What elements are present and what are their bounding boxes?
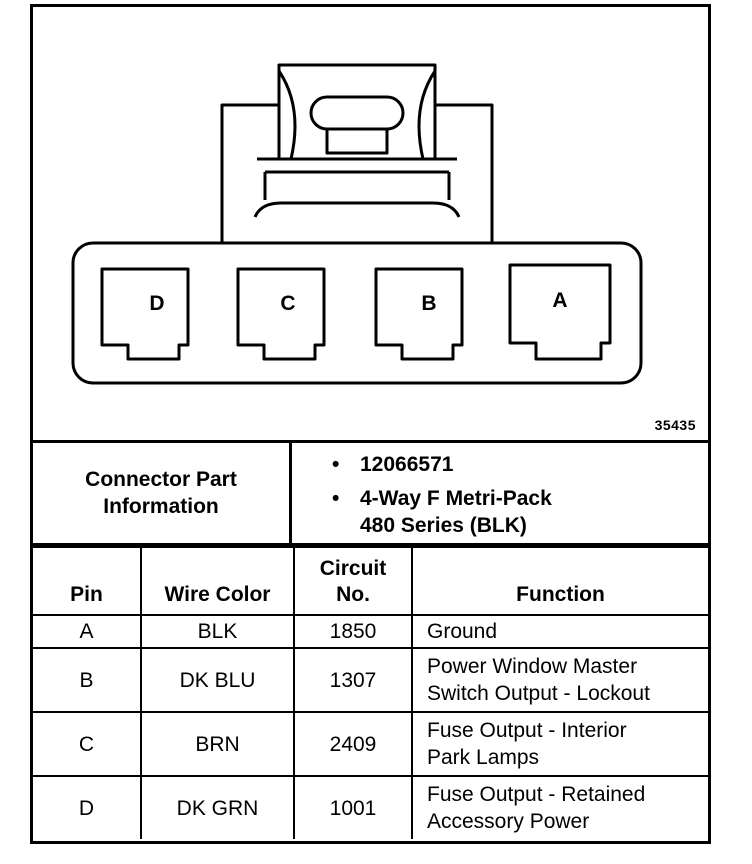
- table-row: A BLK 1850 Ground: [33, 614, 708, 649]
- circuit-cell: 2409: [293, 711, 413, 777]
- header-circuit-line2: No.: [336, 583, 370, 606]
- latch-base: [253, 201, 461, 218]
- header-wire-color: Wire Color: [140, 546, 295, 616]
- table-header-row: Pin Wire Color Circuit No. Function: [33, 546, 708, 616]
- cavity-a: [508, 263, 612, 361]
- table-row: B DK BLU 1307 Power Window Master Switch…: [33, 647, 708, 713]
- connector-housing: [71, 241, 643, 385]
- function-line: Fuse Output - Interior: [427, 719, 627, 742]
- cavity-b: [374, 267, 464, 361]
- pin-cell: C: [33, 711, 142, 777]
- lock-slot: [309, 95, 405, 131]
- lock-tab-right-curve: [417, 70, 437, 160]
- function-line: Park Lamps: [427, 746, 540, 769]
- pin-label-b: B: [421, 292, 436, 315]
- header-circuit-line1: Circuit: [319, 557, 387, 580]
- circuit-cell: 1850: [293, 614, 413, 649]
- table-row: C BRN 2409 Fuse Output - Interior Park L…: [33, 711, 708, 777]
- function-line: Switch Output - Lockout: [427, 682, 650, 705]
- connector-info-list: • 12066571 • 4-Way F Metri-Pack 480 Seri…: [292, 443, 708, 543]
- header-circuit: Circuit No.: [293, 546, 413, 616]
- connector-sheet: D C B A 35435 Connector Part Information…: [30, 4, 711, 844]
- function-line: Accessory Power: [427, 810, 590, 833]
- header-function: Function: [411, 546, 708, 616]
- description-line1: 4-Way F Metri-Pack: [360, 487, 552, 510]
- circuit-cell: 1001: [293, 775, 413, 839]
- function-line: Ground: [427, 620, 498, 643]
- bullet-icon: •: [332, 453, 340, 476]
- wire-color-cell: BRN: [140, 711, 295, 777]
- pin-label-a: A: [552, 289, 567, 312]
- part-number-item: • 12066571: [332, 451, 453, 478]
- function-cell: Fuse Output - Interior Park Lamps: [411, 711, 708, 777]
- function-cell: Ground: [411, 614, 708, 649]
- latch-band: [257, 157, 457, 200]
- cavity-d: [100, 267, 190, 361]
- connector-info-label: Connector Part Information: [33, 443, 292, 543]
- circuit-cell: 1307: [293, 647, 413, 713]
- lock-tab-outline: [220, 63, 494, 242]
- lock-tab-left-curve: [277, 70, 297, 160]
- function-cell: Power Window Master Switch Output - Lock…: [411, 647, 708, 713]
- pin-table: Pin Wire Color Circuit No. Function A BL…: [33, 546, 708, 839]
- cavity-c: [236, 267, 326, 361]
- pin-cell: B: [33, 647, 142, 713]
- wire-color-cell: BLK: [140, 614, 295, 649]
- connector-info-row: Connector Part Information • 12066571 • …: [33, 440, 708, 546]
- lock-stem: [325, 129, 389, 155]
- pin-label-d: D: [149, 292, 164, 315]
- bullet-icon: •: [332, 487, 340, 510]
- part-number: 12066571: [360, 453, 454, 476]
- description-line2: 480 Series (BLK): [360, 514, 527, 537]
- table-row: D DK GRN 1001 Fuse Output - Retained Acc…: [33, 775, 708, 839]
- info-label-line1: Connector Part: [85, 468, 237, 491]
- function-cell: Fuse Output - Retained Accessory Power: [411, 775, 708, 839]
- wire-color-cell: DK GRN: [140, 775, 295, 839]
- info-label-line2: Information: [103, 495, 219, 518]
- pin-label-c: C: [280, 292, 295, 315]
- connector-diagram: D C B A: [71, 63, 643, 385]
- wire-color-cell: DK BLU: [140, 647, 295, 713]
- function-line: Fuse Output - Retained: [427, 783, 646, 806]
- pin-cell: A: [33, 614, 142, 649]
- function-line: Power Window Master: [427, 655, 638, 678]
- header-pin: Pin: [33, 546, 142, 616]
- lock-tab-frame: [277, 105, 437, 159]
- pin-cell: D: [33, 775, 142, 839]
- figure-number: 35435: [654, 417, 696, 433]
- description-item: • 4-Way F Metri-Pack 480 Series (BLK): [332, 485, 552, 539]
